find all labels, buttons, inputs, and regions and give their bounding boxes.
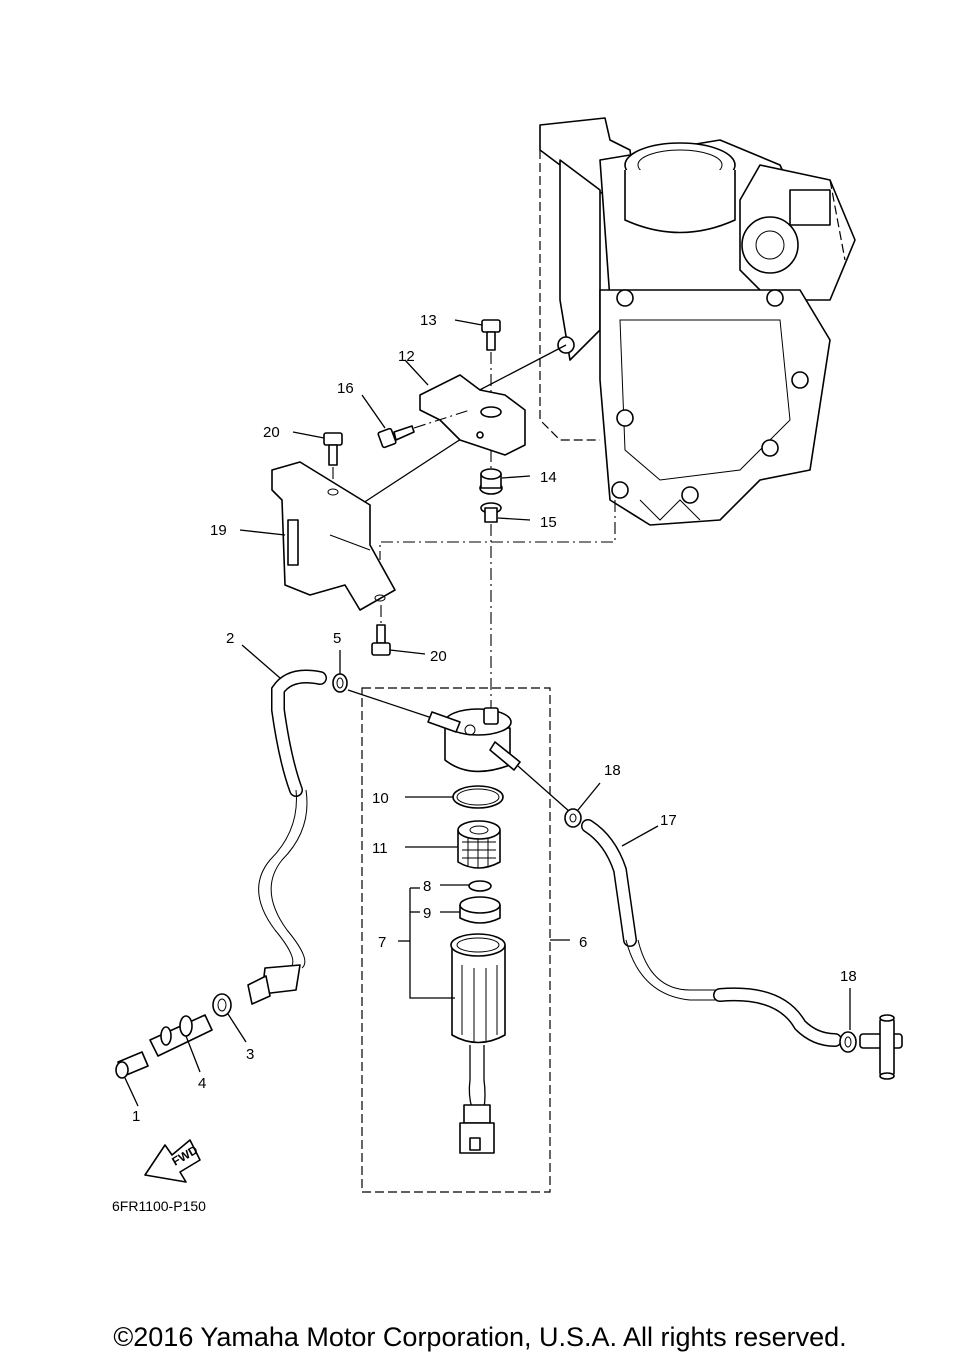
callout-20-lower: 20 [430, 648, 447, 665]
callout-7: 7 [378, 934, 386, 951]
part-18-clip-upper [564, 808, 582, 828]
part-2-hose [258, 669, 327, 969]
part-16-bolt [377, 409, 471, 449]
part-17-hose [581, 819, 842, 1047]
part-13-bolt [481, 319, 501, 395]
callout-18-upper: 18 [604, 762, 621, 779]
part-20-bolt-bottom [371, 605, 391, 656]
t-fitting [859, 1014, 903, 1080]
callout-13: 13 [420, 312, 437, 329]
part-3-clip [212, 993, 232, 1017]
part-4-connector [149, 1014, 213, 1057]
copyright-notice: ©2016 Yamaha Motor Corporation, U.S.A. A… [113, 1322, 847, 1352]
part-1-plug [115, 1051, 149, 1079]
callout-12: 12 [398, 348, 415, 365]
callout-19: 19 [210, 522, 227, 539]
callout-9: 9 [423, 905, 431, 922]
part-12-bracket [419, 374, 526, 456]
part-5-clip [332, 673, 348, 693]
hose-end-fitting [247, 964, 301, 1005]
engine-block [539, 117, 856, 526]
part-9-float [459, 896, 501, 924]
callout-18-lower: 18 [840, 968, 857, 985]
callout-1: 1 [132, 1108, 140, 1125]
fwd-arrow-icon: FWD [144, 1139, 201, 1183]
callout-5: 5 [333, 630, 341, 647]
drawing-code: 6FR1100-P150 [112, 1198, 206, 1214]
callout-8: 8 [423, 878, 431, 895]
part-8-ring [468, 880, 492, 892]
callout-15: 15 [540, 514, 557, 531]
part-7-filter-cup [450, 933, 506, 1154]
callout-14: 14 [540, 469, 557, 486]
callout-2: 2 [226, 630, 234, 647]
filter-head [427, 707, 521, 773]
part-19-cover [271, 461, 396, 611]
part-15-collar [480, 502, 502, 712]
callout-10: 10 [372, 790, 389, 807]
part-6-group-box [361, 687, 551, 1193]
callout-16: 16 [337, 380, 354, 397]
part-18-clip-lower [839, 1031, 857, 1053]
callout-4: 4 [198, 1075, 206, 1092]
callout-11: 11 [372, 840, 388, 857]
callout-3: 3 [246, 1046, 254, 1063]
part-10-o-ring [452, 785, 504, 809]
callout-17: 17 [660, 812, 677, 829]
part-14-grommet [479, 450, 503, 495]
callout-20-upper: 20 [263, 424, 280, 441]
callout-6: 6 [579, 934, 587, 951]
part-11-filter-element [457, 820, 501, 869]
part-20-bolt-top [323, 432, 343, 490]
